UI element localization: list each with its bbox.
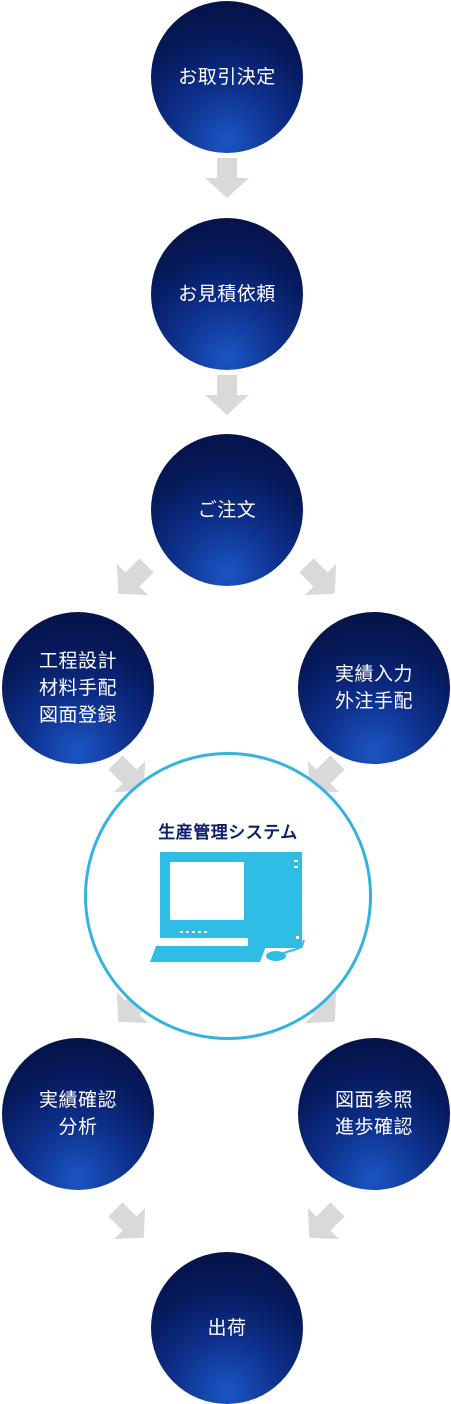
node-estimate: お見積依頼 — [151, 218, 303, 370]
node-deal-label: お取引決定 — [178, 65, 276, 88]
node-analysis-label-1: 実績確認 — [38, 1089, 117, 1111]
arrow-down-1 — [205, 158, 249, 198]
node-ship-label: 出荷 — [207, 1316, 247, 1339]
arrow-order-to-design — [102, 549, 163, 610]
node-design-label-3: 図面登録 — [38, 703, 117, 726]
node-drawing-ref-label-2: 進歩確認 — [334, 1116, 413, 1138]
arrow-down-2 — [205, 375, 249, 415]
system-title: 生産管理システム — [158, 823, 298, 843]
node-results-input: 実績入力 外注手配 — [298, 612, 450, 764]
node-design-label-1: 工程設計 — [38, 649, 117, 672]
arrow-drawing-to-ship — [293, 1193, 354, 1254]
node-ship: 出荷 — [151, 1252, 303, 1404]
node-analysis: 実績確認 分析 — [2, 1038, 154, 1190]
node-design-label-2: 材料手配 — [38, 676, 117, 699]
node-deal: お取引決定 — [151, 1, 303, 153]
arrow-order-to-results — [290, 549, 351, 610]
node-results-input-label-2: 外注手配 — [334, 690, 413, 712]
node-drawing-ref: 図面参照 進歩確認 — [298, 1038, 450, 1190]
node-design: 工程設計 材料手配 図面登録 — [2, 612, 154, 764]
desktop-computer-icon — [150, 852, 305, 962]
node-order-label: ご注文 — [197, 498, 257, 521]
node-results-input-label-1: 実績入力 — [334, 663, 413, 685]
node-order: ご注文 — [151, 434, 303, 586]
node-analysis-label-2: 分析 — [58, 1116, 98, 1138]
node-drawing-ref-label-1: 図面参照 — [334, 1089, 413, 1111]
arrow-analysis-to-ship — [99, 1193, 160, 1254]
node-estimate-label: お見積依頼 — [178, 282, 276, 305]
